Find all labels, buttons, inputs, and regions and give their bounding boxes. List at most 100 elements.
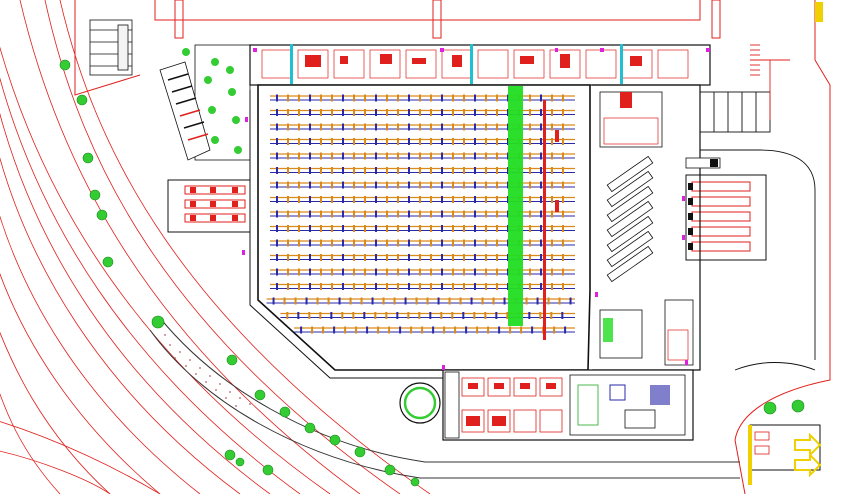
rack-upright [562,94,564,102]
rack-upright [432,326,435,334]
rack-upright [474,196,476,203]
rack-upright [287,239,289,247]
rack-upright [342,152,344,160]
rack-upright [309,196,311,203]
rack-upright [419,268,421,276]
rack-upright [448,297,451,305]
rack-upright [529,254,531,261]
rack-upright [331,94,333,102]
rack-upright [331,109,333,116]
rack-upright [308,312,311,319]
rack-upright [496,210,498,218]
rack-upright [342,283,344,290]
rack-upright [408,225,410,232]
rack-upright [386,254,388,261]
rack-upright [419,239,421,247]
rack-upright [353,181,355,189]
rack-upright [276,123,278,131]
rack-upright [298,268,300,276]
rack-upright [485,94,487,102]
rack-upright [309,181,311,189]
rack-upright [551,239,553,247]
rack-upright [551,152,553,160]
rack-upright [441,196,443,203]
rack-upright [386,239,388,247]
rack-upright [485,239,487,247]
rack-upright [452,94,454,102]
rack-upright [386,94,388,102]
rack-upright [342,138,344,145]
rack-upright [520,326,523,334]
rack-upright [441,109,443,116]
rack-upright [298,210,300,218]
rack-upright [540,254,542,261]
rack-upright [386,196,388,203]
rack-upright [408,109,410,116]
rack-upright [331,239,333,247]
rack-upright [476,326,479,334]
rack-upright [540,239,542,247]
aisle-markers [543,100,559,340]
rack-upright [531,326,534,334]
rack-upright [492,297,495,305]
rack-upright [485,225,487,232]
rack-upright [342,225,344,232]
rack-upright [309,109,311,116]
rack-upright [316,297,319,305]
rack-upright [496,94,498,102]
rack-upright [441,254,443,261]
rack-upright [540,196,542,203]
property-boundary [74,0,831,494]
rack-upright [547,297,550,305]
rack-upright [529,196,531,203]
rack-upright [364,196,366,203]
rack-upright [371,297,374,305]
rack-upright [320,268,322,276]
rack-upright [551,225,553,232]
rack-upright [485,152,487,160]
rack-upright [397,239,399,247]
rack-upright [558,297,561,305]
rack-upright [452,225,454,232]
rack-upright [408,268,410,276]
rack-upright [276,196,278,203]
rack-upright [309,254,311,261]
rack-upright [355,326,358,334]
rack-upright [562,210,564,218]
rack-upright [353,239,355,247]
rack-upright [320,138,322,145]
rack-upright [474,181,476,189]
rack-upright [551,109,553,116]
rack-upright [342,181,344,189]
rack-upright [377,326,380,334]
rack-upright [496,268,498,276]
rack-upright [287,268,289,276]
rack-upright [540,94,542,102]
rack-upright [309,123,311,131]
rack-upright [364,138,366,145]
rack-upright [298,181,300,189]
rack-upright [459,297,462,305]
rack-upright [496,283,498,290]
rack-upright [287,167,289,174]
rack-upright [397,196,399,203]
rack-upright [540,167,542,174]
rack-upright [342,123,344,131]
rack-upright [452,268,454,276]
right-wing [592,84,701,371]
rack-upright [388,326,391,334]
rack-upright [525,297,528,305]
rack-upright [287,109,289,116]
rack-upright [375,109,377,116]
rack-upright [298,167,300,174]
rack-upright [342,268,344,276]
rack-upright [300,326,303,334]
rack-upright [342,239,344,247]
rack-upright [397,210,399,218]
rack-upright [309,283,311,290]
rack-upright [551,123,553,131]
rack-upright [551,94,553,102]
rack-upright [364,239,366,247]
rack-upright [364,268,366,276]
rack-upright [341,312,344,319]
